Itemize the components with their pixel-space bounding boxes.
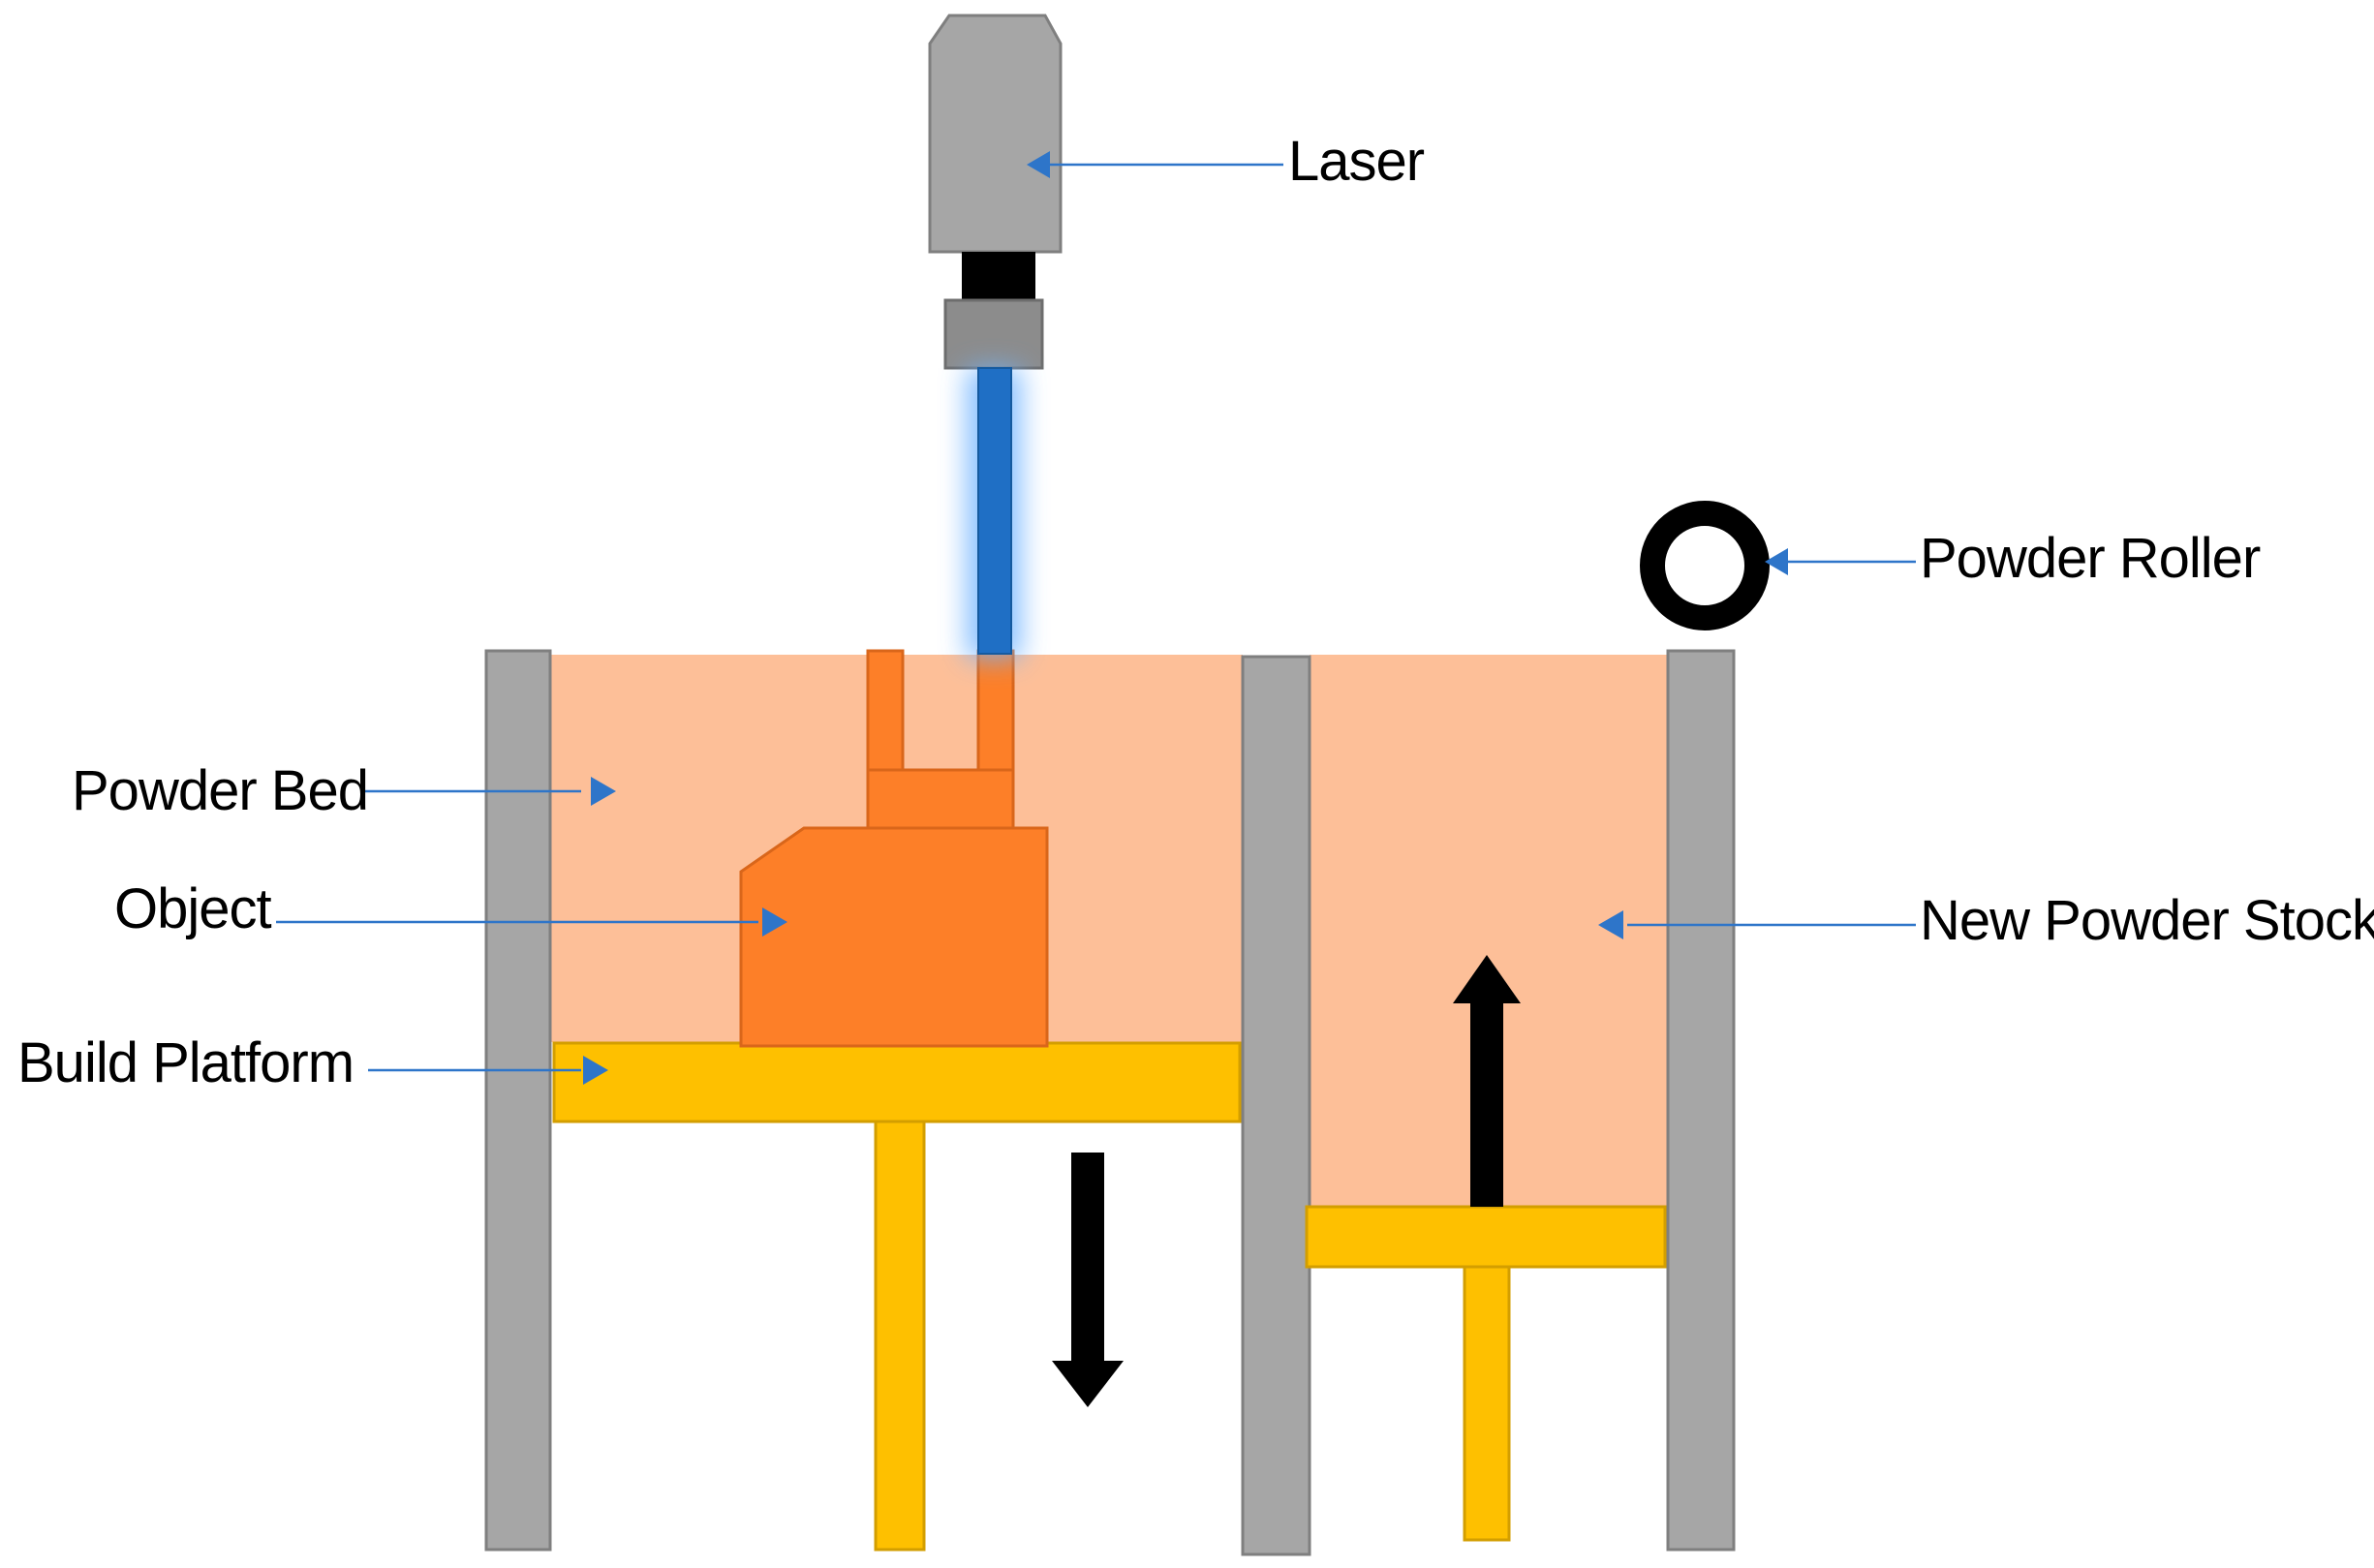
left-wall <box>484 649 552 1552</box>
new-powder-stock-label: New Powder Stock <box>1920 889 2374 952</box>
build-platform-label: Build Platform <box>17 1031 354 1094</box>
powder-roller-label: Powder Roller <box>1920 527 2261 590</box>
laser-label: Laser <box>1288 130 1425 193</box>
laser-pointer <box>1027 151 1283 178</box>
build-platform-stem <box>874 1120 926 1552</box>
object-label: Object <box>114 877 272 940</box>
powder-roller-icon <box>1640 501 1770 630</box>
powder-roller-pointer <box>1765 548 1916 575</box>
object-pointer <box>276 907 787 937</box>
laser-icon <box>928 14 1063 370</box>
stock-platform-stem <box>1463 1265 1511 1542</box>
object <box>739 649 1049 1048</box>
right-wall <box>1666 649 1736 1552</box>
powder-bed-label: Powder Bed <box>72 759 368 822</box>
new-powder-stock-pointer <box>1598 910 1916 939</box>
build-platform <box>552 1041 1242 1123</box>
stock-platform <box>1305 1205 1667 1269</box>
middle-wall <box>1241 655 1311 1556</box>
up-arrow-icon <box>1453 955 1521 1207</box>
down-arrow-icon <box>1052 1153 1124 1407</box>
build-platform-pointer <box>368 1056 608 1085</box>
powder-bed-pointer <box>360 777 616 806</box>
laser-beam <box>967 367 1021 659</box>
